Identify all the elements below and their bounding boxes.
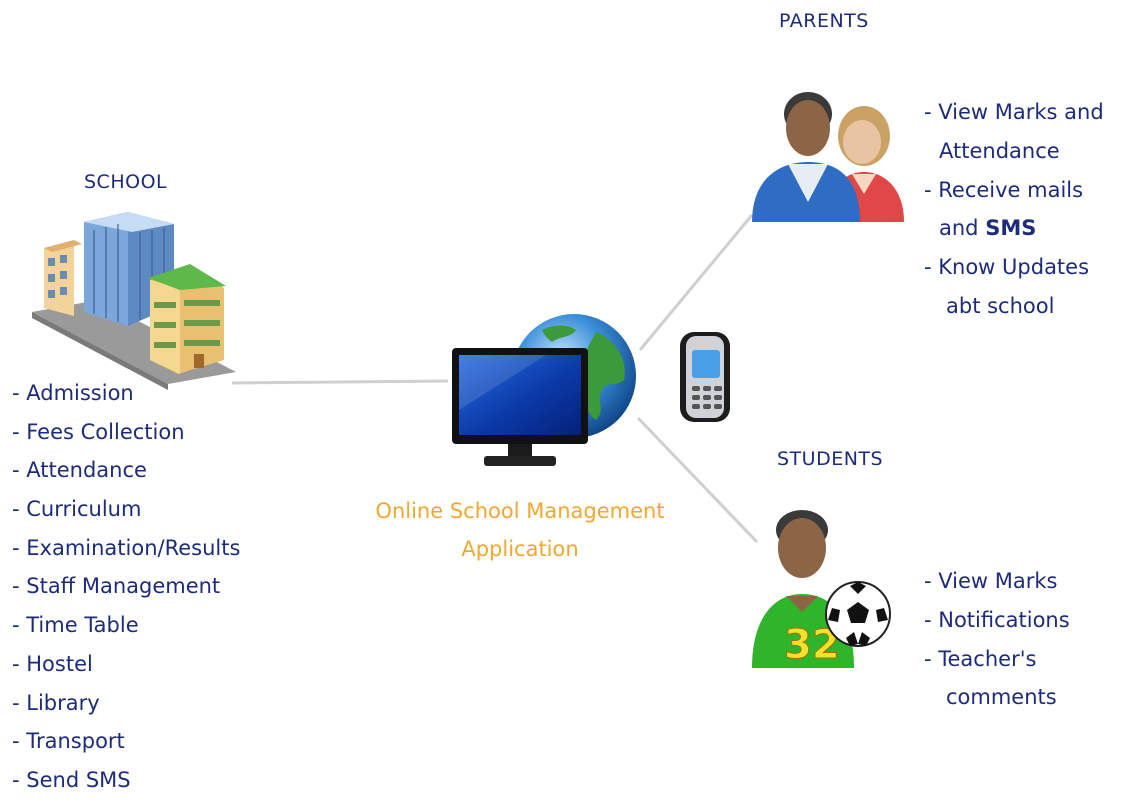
computer-globe-icon [452, 314, 636, 466]
school-heading: SCHOOL [84, 171, 168, 193]
connector-students [636, 416, 759, 544]
list-item: - Curriculum [12, 497, 142, 522]
list-item: - Notifications [924, 607, 1070, 632]
and-text: and [939, 216, 979, 241]
mobile-phone-icon [680, 332, 730, 422]
center-app-label-line2: Application [461, 537, 579, 561]
list-item: - Time Table [12, 613, 139, 638]
student-soccer-icon: 32 [752, 510, 891, 668]
list-item: - Teacher's [924, 646, 1037, 671]
list-item: - Know Updates [924, 255, 1090, 280]
list-item-continued: and SMS [924, 209, 1104, 248]
students-feature-list: - View Marks - Notifications - Teacher's… [924, 562, 1070, 717]
list-item: - Examination/Results [12, 535, 241, 560]
sms-bold-text: SMS [985, 216, 1037, 241]
connector-school [231, 379, 449, 385]
list-item-continued: abt school [946, 293, 1055, 318]
center-app-label-line1: Online School Management [375, 499, 665, 523]
students-heading: STUDENTS [777, 448, 884, 470]
parents-heading: PARENTS [779, 10, 869, 32]
list-item: - Receive mails [924, 177, 1084, 202]
parents-feature-list: - View Marks and Attendance - Receive ma… [924, 93, 1104, 326]
list-item: - Staff Management [12, 574, 221, 599]
list-item: - Send SMS [12, 767, 131, 792]
list-item-continued: Attendance [939, 138, 1060, 163]
list-item: - Fees Collection [12, 419, 185, 444]
parents-icon [752, 92, 904, 222]
list-item: - Hostel [12, 651, 93, 676]
connector-parents [638, 214, 754, 351]
list-item-continued: comments [946, 685, 1057, 710]
list-item: - View Marks [924, 569, 1058, 593]
school-feature-list: - Admission - Fees Collection - Attendan… [12, 374, 240, 800]
list-item: - Transport [12, 729, 125, 754]
list-item: - Library [12, 690, 100, 715]
school-building-icon [32, 212, 236, 390]
list-item: - Admission [12, 381, 134, 405]
list-item: - Attendance [12, 458, 147, 483]
center-app-label: Online School Management Application [340, 492, 700, 568]
list-item: - View Marks and [924, 100, 1104, 124]
